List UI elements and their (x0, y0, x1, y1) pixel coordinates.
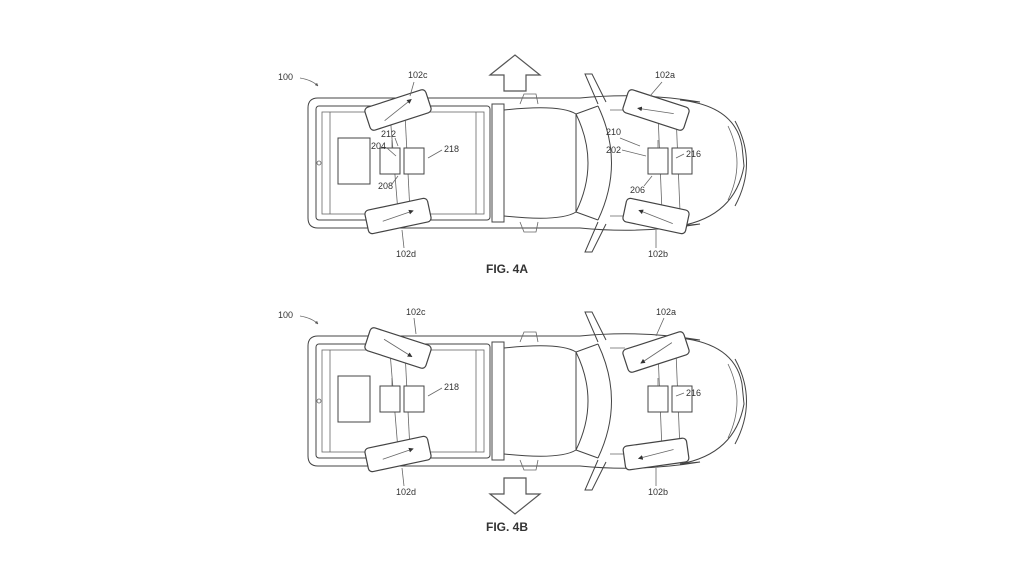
figure-caption-4b: FIG. 4B (486, 520, 528, 534)
direction-backward-arrow (489, 477, 541, 515)
label-102d-b: 102d (396, 487, 416, 497)
figure-4b: 100 102c 102a 218 216 102d 102b FIG. 4B (278, 307, 747, 534)
label-218-b: 218 (444, 382, 459, 392)
label-vehicle-ref: 100 (278, 72, 293, 82)
label-vehicle-ref-b: 100 (278, 310, 293, 320)
label-212: 212 (381, 129, 396, 139)
direction-forward-arrow (489, 54, 541, 92)
label-216: 216 (686, 149, 701, 159)
label-218: 218 (444, 144, 459, 154)
label-102a: 102a (655, 70, 675, 80)
figure-caption-4a: FIG. 4A (486, 262, 528, 276)
label-102d: 102d (396, 249, 416, 259)
label-208: 208 (378, 181, 393, 191)
label-204: 204 (371, 141, 386, 151)
label-216-b: 216 (686, 388, 701, 398)
label-102b-b: 102b (648, 487, 668, 497)
label-102b: 102b (648, 249, 668, 259)
label-202: 202 (606, 145, 621, 155)
label-102c-b: 102c (406, 307, 426, 317)
label-102a-b: 102a (656, 307, 676, 317)
label-206: 206 (630, 185, 645, 195)
figure-4a: 100 102c 102a 212 204 218 208 210 202 21… (278, 54, 747, 276)
label-102c: 102c (408, 70, 428, 80)
label-210: 210 (606, 127, 621, 137)
